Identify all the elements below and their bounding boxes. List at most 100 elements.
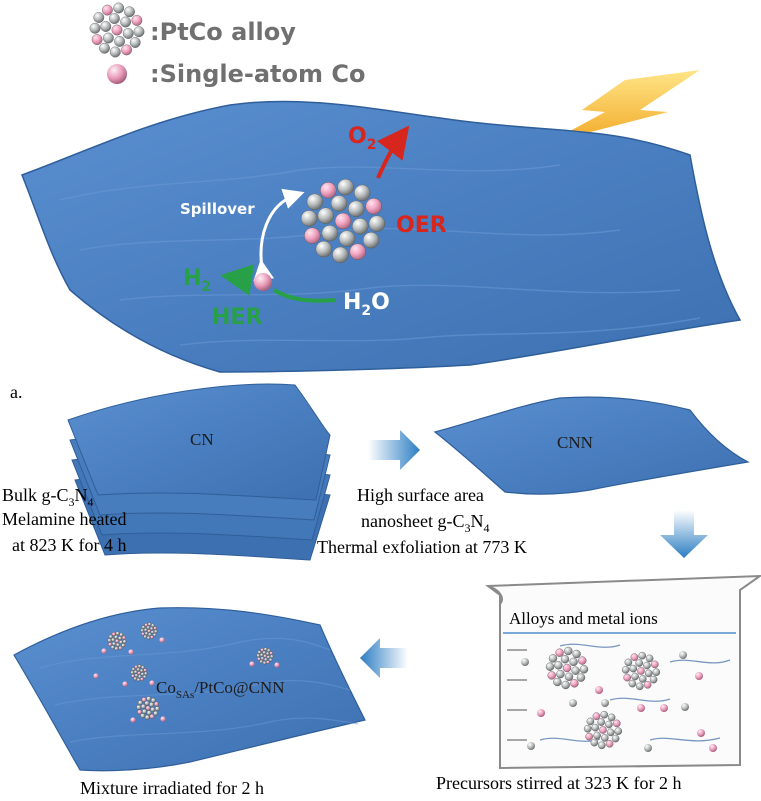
- cluster-atom: [338, 179, 354, 195]
- cluster-atom: [154, 630, 157, 633]
- cluster-atom: [142, 626, 145, 629]
- cluster-atom: [144, 669, 147, 672]
- cluster-atom: [630, 665, 637, 672]
- cluster-atom: [643, 662, 650, 669]
- cluster-atom: [143, 675, 146, 678]
- cluster-atom: [348, 201, 364, 217]
- cluster-atom: [130, 37, 140, 47]
- cluster-atom: [140, 678, 143, 681]
- cluster-atom: [563, 664, 571, 672]
- cluster-atom: [110, 47, 120, 57]
- cluster-atom: [116, 643, 120, 647]
- cluster-atom: [263, 651, 266, 654]
- cluster-atom: [592, 724, 599, 731]
- cluster-atom: [622, 666, 629, 673]
- cluster-atom: [99, 43, 109, 53]
- mixture-caption: Mixture irradiated for 2 h: [80, 778, 264, 798]
- cluster-atom: [572, 667, 580, 675]
- cluster-atom: [149, 702, 153, 706]
- cluster-atom: [140, 669, 143, 672]
- nano-caption-line1: High surface area: [357, 485, 484, 505]
- cluster-atom: [142, 697, 146, 701]
- cluster-atom: [598, 742, 605, 749]
- cluster-atom: [147, 711, 151, 715]
- cluster-atom: [570, 658, 578, 666]
- cluster-atom: [151, 707, 155, 711]
- cluster-atom: [562, 681, 570, 689]
- cluster-atom: [645, 670, 652, 677]
- cluster-atom: [624, 674, 631, 681]
- cluster-atom: [258, 651, 261, 654]
- cluster-atom: [120, 633, 124, 637]
- cluster-atom: [615, 728, 622, 735]
- cluster-atom: [118, 636, 122, 640]
- cluster-atom: [573, 650, 581, 658]
- cluster-atom: [103, 33, 113, 43]
- cluster-atom: [131, 671, 134, 674]
- bulk-cn-stack: [68, 384, 330, 560]
- cluster-atom: [122, 644, 126, 648]
- cluster-atom: [631, 654, 638, 661]
- arrow-down: [660, 510, 708, 558]
- cluster-atom: [114, 36, 124, 46]
- cluster-atom: [145, 701, 149, 705]
- cluster-atom: [138, 665, 141, 668]
- cluster-atom: [320, 182, 336, 198]
- cluster-atom: [586, 733, 593, 740]
- cluster-atom: [331, 195, 347, 211]
- cluster-atom: [304, 228, 320, 244]
- cluster-atom: [639, 652, 646, 659]
- bulk-caption-line2: Melamine heated: [2, 509, 126, 529]
- cluster-atom: [625, 659, 632, 666]
- cluster-atom: [636, 660, 643, 667]
- cluster-atom: [144, 672, 147, 675]
- cluster-atom: [564, 647, 572, 655]
- cluster-atom: [605, 721, 612, 728]
- cluster-atom: [148, 623, 151, 626]
- cluster-atom: [632, 673, 639, 680]
- cluster-atom: [115, 647, 119, 651]
- cluster-atom: [608, 714, 615, 721]
- cluster-atom: [261, 657, 264, 660]
- cluster-atom: [629, 680, 636, 687]
- arrow-left: [360, 638, 408, 678]
- cluster-atom: [301, 210, 317, 226]
- cluster-atom: [263, 654, 266, 657]
- cluster-atom: [369, 216, 385, 232]
- cluster-atom: [114, 3, 124, 13]
- cluster-atom: [111, 638, 115, 642]
- her-label: HER: [212, 305, 262, 330]
- cluster-atom: [577, 674, 585, 682]
- cluster-atom: [260, 660, 263, 663]
- cluster-atom: [257, 657, 260, 660]
- cluster-atom: [593, 713, 600, 720]
- cluster-atom: [601, 734, 608, 741]
- cluster-atom: [549, 654, 557, 662]
- cluster-atom: [653, 669, 660, 676]
- cluster-atom: [150, 636, 153, 639]
- cluster-atom: [637, 667, 644, 674]
- arrow-right: [368, 430, 420, 470]
- cluster-atom: [266, 652, 269, 655]
- cluster-atom: [109, 635, 113, 639]
- cluster-atom: [134, 27, 144, 37]
- cluster-atom: [556, 649, 564, 657]
- cluster-atom: [584, 725, 591, 732]
- cluster-atom: [145, 715, 149, 719]
- cluster-atom: [546, 663, 554, 671]
- beaker-title: Alloys and metal ions: [509, 609, 658, 628]
- cnn-label: CNN: [557, 433, 593, 452]
- cluster-atom: [594, 732, 601, 739]
- oer-label: OER: [396, 213, 447, 238]
- legend-single-atom-label: :Single-atom Co: [150, 60, 365, 88]
- cluster-atom: [636, 683, 643, 690]
- cluster-atom: [332, 247, 348, 263]
- cluster-atom: [112, 642, 116, 646]
- cluster-atom: [141, 629, 144, 632]
- cluster-atom: [269, 658, 272, 661]
- cluster-atom: [612, 735, 619, 742]
- top-sheet: [22, 101, 740, 372]
- cluster-atom: [142, 709, 146, 713]
- nano-caption-line3: Thermal exfoliation at 773 K: [317, 537, 527, 557]
- cluster-atom: [141, 666, 144, 669]
